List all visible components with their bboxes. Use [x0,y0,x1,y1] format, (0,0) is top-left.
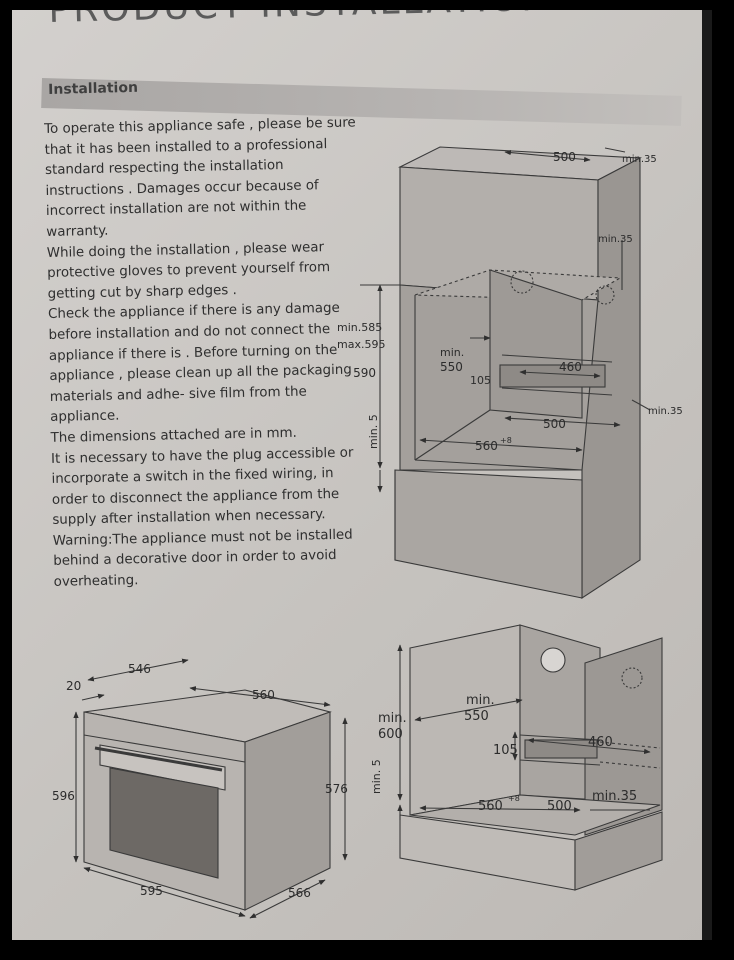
dim-500-top: 500 [553,150,576,164]
diagram-oven [73,658,348,919]
manual-page: PRODUCT INSTALLATION Installation To ope… [12,10,712,940]
dim-460: 460 [559,360,582,374]
dim-500: 500 [547,799,572,814]
dim-min550-a: min. [440,346,464,359]
dim-576: 576 [325,782,348,796]
installation-diagrams: 500 min.35 min.35 min.585 max.595 590 mi… [52,146,683,919]
diagram-tall-cabinet [360,146,651,600]
dim-566: 566 [288,886,311,900]
dim-min35-top: min.35 [622,154,657,165]
dim-min550-a: min. [466,693,495,708]
diagram-undercounter-cabinet [397,624,663,891]
dim-min35-side: min.35 [598,234,633,245]
page-edge [702,10,712,940]
dim-105: 105 [493,743,518,758]
dim-596: 596 [52,789,75,803]
dim-20: 20 [66,679,81,693]
dim-560-tolerance: +8 [508,794,520,803]
dim-560: 560 [252,688,275,702]
dim-min600-a: min. [378,711,407,726]
dim-546: 546 [128,662,151,676]
dim-min5: min. 5 [367,414,380,449]
dim-min5: min. 5 [370,759,383,794]
dim-min550-b: 550 [440,360,463,374]
dim-min35: min.35 [592,789,637,804]
dim-min585: min.585 [337,321,382,334]
dim-560: 560 [478,799,503,814]
dim-560: 560 [475,439,498,453]
dim-min550-b: 550 [464,709,489,724]
diagram-undercounter-labels: min. 550 min. 600 105 460 min. 5 560 +8 … [370,693,637,814]
dim-590: 590 [353,366,376,380]
dim-min600-b: 600 [378,727,403,742]
diagram-tall-cabinet-labels: 500 min.35 min.35 min.585 max.595 590 mi… [337,150,683,453]
dim-595: 595 [140,884,163,898]
dim-560-tolerance: +8 [500,436,512,445]
dim-105: 105 [470,374,491,387]
dim-min35-bottom: min.35 [648,406,683,417]
dim-500-bottom: 500 [543,417,566,431]
dim-max595: max.595 [337,338,385,351]
diagram-oven-labels: 546 20 560 596 576 595 566 [52,662,348,900]
dim-460: 460 [588,735,613,750]
